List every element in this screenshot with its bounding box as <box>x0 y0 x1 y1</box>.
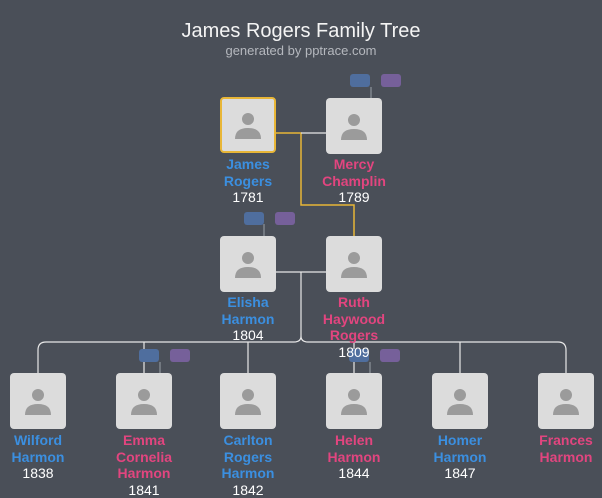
person-card-emma-cornelia-harmon[interactable] <box>116 373 172 429</box>
person-birth-year: 1789 <box>338 189 370 205</box>
person-label-james-rogers[interactable]: James Rogers 1781 <box>193 156 303 206</box>
person-birth-year: 1844 <box>338 465 370 481</box>
person-name: Rogers <box>223 172 273 189</box>
person-birth-year: 1809 <box>338 343 370 360</box>
person-name: Champlin <box>322 172 386 189</box>
person-label-homer-harmon[interactable]: Homer Harmon 1847 <box>405 432 515 482</box>
person-name: Emma <box>122 432 166 448</box>
person-name: Helen <box>334 432 374 448</box>
person-name: Carlton <box>223 432 273 448</box>
page-subtitle: generated by pptrace.com <box>225 43 377 58</box>
person-label-elisha-harmon[interactable]: Elisha Harmon 1804 <box>193 294 303 344</box>
person-silhouette-icon <box>341 389 367 415</box>
person-name: Harmon <box>221 465 275 481</box>
person-label-emma-cornelia-harmon[interactable]: Emma Cornelia Harmon 1841 <box>89 432 199 498</box>
person-name: Elisha <box>227 294 269 310</box>
person-silhouette-icon <box>553 389 579 415</box>
person-card-james-rogers[interactable] <box>220 97 276 153</box>
person-card-frances-harmon[interactable] <box>538 373 594 429</box>
person-name: Rogers <box>223 448 273 465</box>
spouse-toggle-icon[interactable] <box>244 212 264 225</box>
spouse-toggle-icon[interactable] <box>350 74 370 87</box>
person-card-homer-harmon[interactable] <box>432 373 488 429</box>
person-birth-year: 1847 <box>444 465 476 481</box>
person-name: Homer <box>437 432 483 448</box>
person-name: Mercy <box>333 156 375 172</box>
person-label-ruth-haywood-rogers[interactable]: Ruth Haywood Rogers 1809 <box>299 294 409 360</box>
person-label-carlton-rogers-harmon[interactable]: Carlton Rogers Harmon 1842 <box>193 432 303 498</box>
person-birth-year: 1804 <box>232 327 264 343</box>
spouse-toggle-icon[interactable] <box>349 349 369 362</box>
person-name: Harmon <box>117 465 171 481</box>
person-silhouette-icon <box>235 252 261 278</box>
person-silhouette-icon <box>447 389 473 415</box>
person-birth-year: 1842 <box>232 481 264 498</box>
person-label-frances-harmon[interactable]: Frances Harmon <box>511 432 602 465</box>
person-card-ruth-haywood-rogers[interactable] <box>326 236 382 292</box>
person-name: Harmon <box>327 448 381 465</box>
person-name: Rogers <box>329 327 379 343</box>
person-card-wilford-harmon[interactable] <box>10 373 66 429</box>
person-card-helen-harmon[interactable] <box>326 373 382 429</box>
person-name: Cornelia <box>115 448 172 465</box>
spouse-toggle-icon[interactable] <box>170 349 190 362</box>
spouse-toggle-icon[interactable] <box>139 349 159 362</box>
page-title: James Rogers Family Tree <box>181 20 421 42</box>
person-name: Harmon <box>539 448 593 465</box>
person-silhouette-icon <box>235 389 261 415</box>
person-name: Frances <box>539 432 593 448</box>
spouse-toggle-icon[interactable] <box>381 74 401 87</box>
person-name: Wilford <box>13 432 63 448</box>
person-silhouette-icon <box>341 252 367 278</box>
person-card-carlton-rogers-harmon[interactable] <box>220 373 276 429</box>
person-silhouette-icon <box>131 389 157 415</box>
person-label-wilford-harmon[interactable]: Wilford Harmon 1838 <box>0 432 93 482</box>
couple-connector <box>276 271 326 336</box>
person-name: Harmon <box>433 448 487 465</box>
person-label-mercy-champlin[interactable]: Mercy Champlin 1789 <box>299 156 409 206</box>
person-birth-year: 1781 <box>232 189 264 205</box>
person-name: Ruth <box>338 294 370 310</box>
person-card-elisha-harmon[interactable] <box>220 236 276 292</box>
spouse-toggle-connector <box>159 87 372 373</box>
spouse-toggle-icon[interactable] <box>275 212 295 225</box>
person-name: James <box>226 156 270 172</box>
person-name: Harmon <box>11 448 65 465</box>
person-card-mercy-champlin[interactable] <box>326 98 382 154</box>
person-silhouette-icon <box>25 389 51 415</box>
person-birth-year: 1841 <box>128 481 160 498</box>
person-label-helen-harmon[interactable]: Helen Harmon 1844 <box>299 432 409 482</box>
person-silhouette-icon <box>341 114 367 140</box>
person-silhouette-icon <box>235 113 261 139</box>
spouse-toggle-icon[interactable] <box>380 349 400 362</box>
person-name: Haywood <box>322 310 386 327</box>
person-name: Harmon <box>221 310 275 327</box>
couple-connector-gold <box>276 132 355 236</box>
person-birth-year: 1838 <box>22 465 54 481</box>
